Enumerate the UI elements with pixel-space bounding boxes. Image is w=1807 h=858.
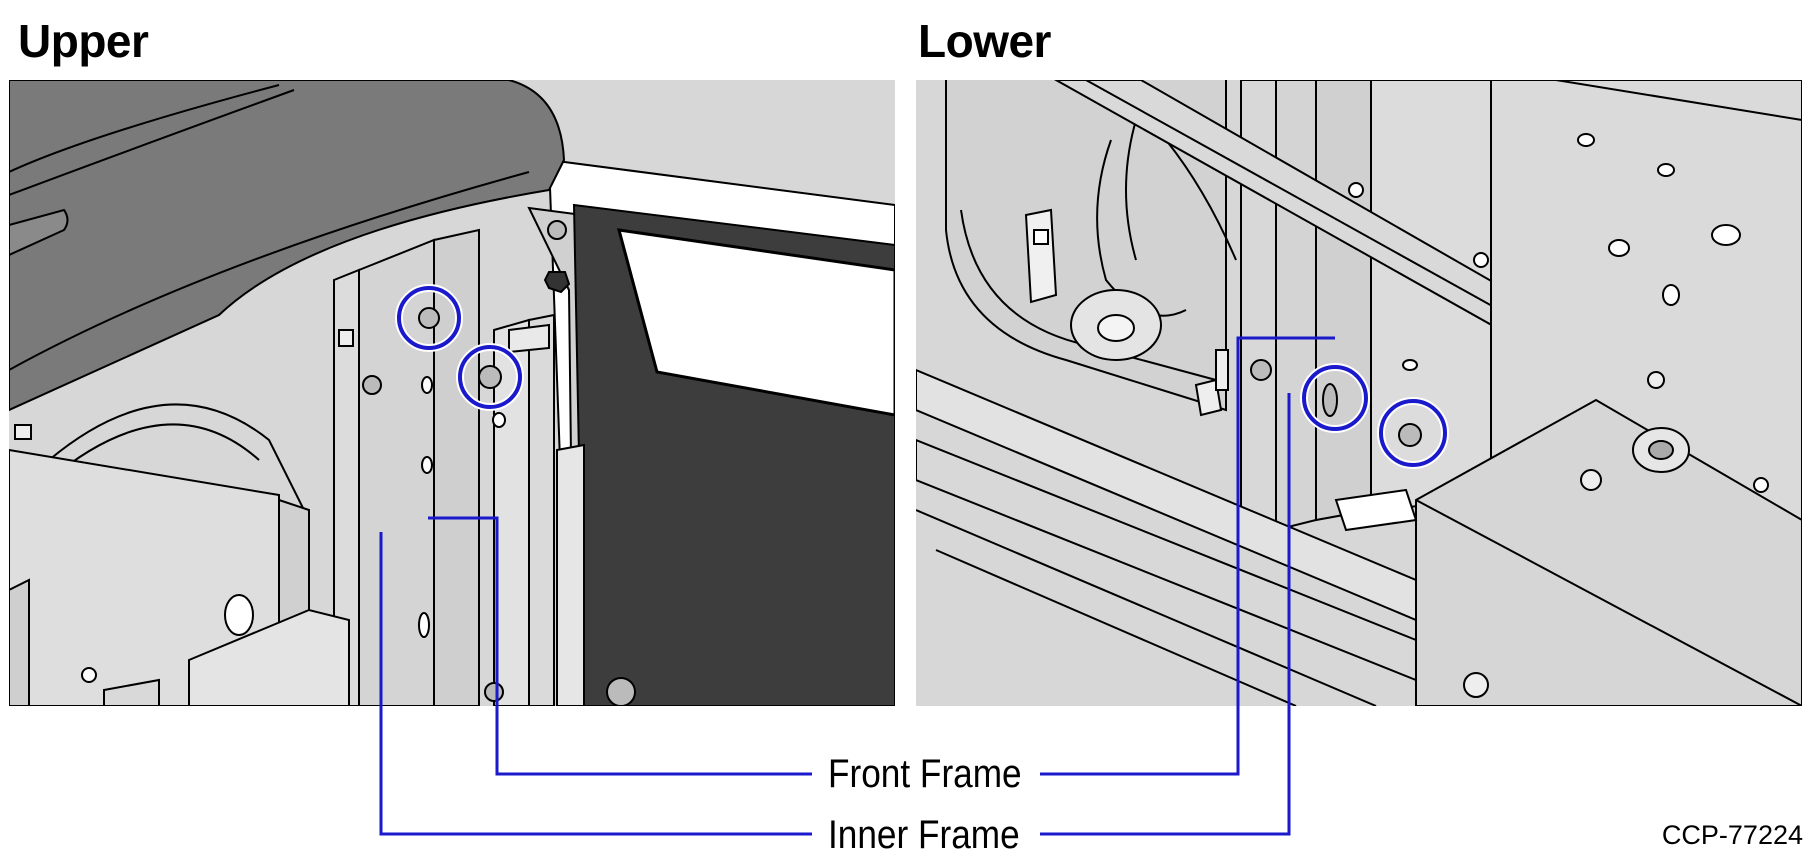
- upper-heading: Upper: [18, 15, 149, 67]
- front-frame-leader-lower: [1040, 336, 1335, 776]
- inner-frame-label: Inner Frame: [828, 813, 1020, 857]
- lower-screw-highlight-2: [1377, 397, 1449, 469]
- figure-id: CCP-77224: [1661, 820, 1803, 850]
- upper-line-art: [9, 80, 895, 706]
- upper-screw-highlight-2: [456, 343, 524, 411]
- front-frame-label: Front Frame: [828, 752, 1022, 796]
- inner-frame-leader-lower: [1040, 393, 1291, 836]
- front-frame-leader-upper: [428, 516, 812, 776]
- lower-screw-highlight-1: [1300, 363, 1370, 433]
- inner-frame-leader-upper: [379, 532, 812, 836]
- upper-screw-highlight-1: [395, 284, 463, 352]
- lower-heading: Lower: [918, 15, 1051, 67]
- upper-illustration: [9, 80, 895, 706]
